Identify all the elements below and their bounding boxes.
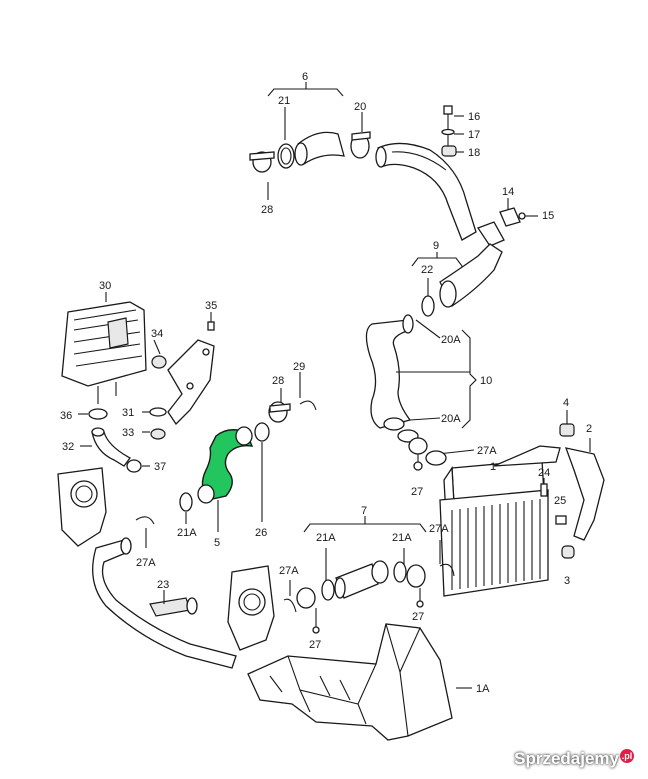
part-9-hose <box>411 243 503 317</box>
label-30: 30 <box>99 280 111 292</box>
label-3: 3 <box>564 575 570 587</box>
label-34: 34 <box>151 328 163 340</box>
label-29: 29 <box>293 361 305 373</box>
part-6-pipe-assembly <box>249 82 477 241</box>
label-15: 15 <box>542 210 554 222</box>
label-18: 18 <box>468 147 480 159</box>
part-10-hose <box>365 314 477 471</box>
label-23: 23 <box>157 579 169 591</box>
label-20A-top: 20A <box>441 334 461 346</box>
watermark-badge: .pl <box>620 749 634 763</box>
label-21A-mid2: 21A <box>392 532 412 544</box>
label-9: 9 <box>433 240 439 252</box>
label-20A-bottom: 20A <box>441 413 461 425</box>
label-17: 17 <box>468 129 480 141</box>
label-27A-right: 27A <box>477 445 497 457</box>
label-27A-left: 27A <box>136 557 156 569</box>
label-31: 31 <box>122 407 134 419</box>
label-16: 16 <box>468 111 480 123</box>
part-14-15-sensor <box>477 198 538 247</box>
label-22: 22 <box>421 264 433 276</box>
label-27A-mid: 27A <box>429 523 449 535</box>
label-4: 4 <box>563 397 569 409</box>
label-5: 5 <box>214 537 220 549</box>
label-33: 33 <box>122 427 134 439</box>
part-2-bracket <box>540 410 605 559</box>
label-2: 2 <box>586 423 592 435</box>
label-6: 6 <box>302 71 308 83</box>
label-21A-mid1: 21A <box>316 532 336 544</box>
part-26-28-29-clamps <box>135 372 317 548</box>
label-27-right: 27 <box>411 486 423 498</box>
label-24: 24 <box>538 467 550 479</box>
part-middle-flange <box>227 565 275 651</box>
label-36: 36 <box>60 410 72 422</box>
label-27-low: 27 <box>309 639 321 651</box>
label-7: 7 <box>361 505 367 517</box>
part-23-lower-pipe <box>92 537 237 669</box>
watermark-logo: Sprzedajemy.pl <box>514 749 634 769</box>
part-5-hose-highlighted <box>197 426 254 504</box>
label-1A: 1A <box>476 683 490 695</box>
label-21A-left: 21A <box>177 527 197 539</box>
label-25: 25 <box>554 495 566 507</box>
part-32-hose <box>78 408 150 473</box>
label-1: 1 <box>490 461 496 473</box>
part-30-reservoir <box>61 292 147 404</box>
label-28-mid: 28 <box>272 375 284 387</box>
label-32: 32 <box>62 441 74 453</box>
part-1-intercooler <box>425 445 561 597</box>
label-20: 20 <box>354 101 366 113</box>
part-31-35-bracket <box>142 312 215 440</box>
watermark-text: Sprzedajemy <box>514 749 619 768</box>
label-21: 21 <box>278 95 290 107</box>
callout-labels: 6 21 20 28 16 17 18 14 15 9 22 20A 10 20… <box>60 71 592 695</box>
intercooler-fins <box>451 499 541 590</box>
part-left-flange <box>57 467 107 547</box>
label-27A-low: 27A <box>279 565 299 577</box>
part-1A-air-duct <box>247 623 472 741</box>
label-10: 10 <box>480 375 492 387</box>
part-7-pipe-assembly <box>283 516 455 634</box>
label-14: 14 <box>502 186 514 198</box>
label-26: 26 <box>255 527 267 539</box>
part-16-17-18-bolt-set <box>441 105 464 157</box>
label-37: 37 <box>154 461 166 473</box>
label-35: 35 <box>205 300 217 312</box>
label-27-mid: 27 <box>412 611 424 623</box>
label-28: 28 <box>261 204 273 216</box>
